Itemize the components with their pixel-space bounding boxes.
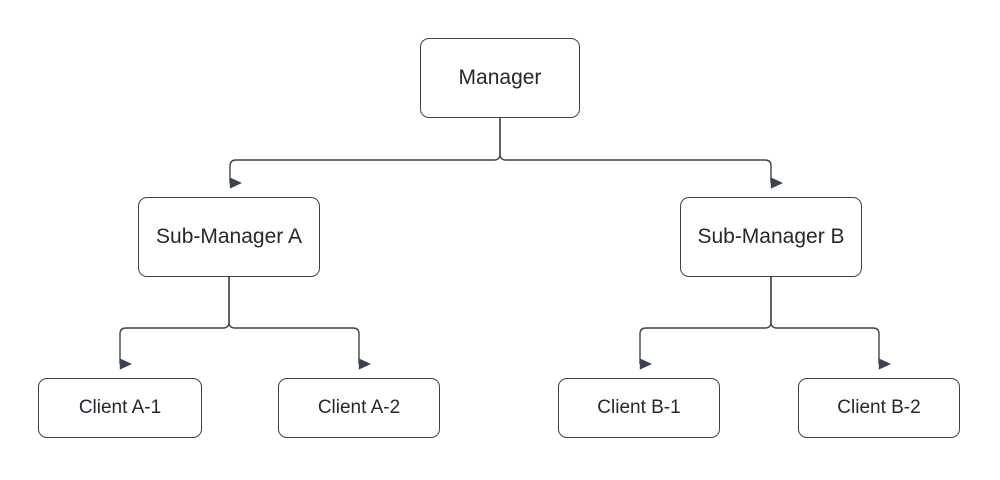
- node-sub-manager-b[interactable]: Sub-Manager B: [680, 197, 862, 277]
- node-sub-manager-a[interactable]: Sub-Manager A: [138, 197, 320, 277]
- node-client-a-1[interactable]: Client A-1: [38, 378, 202, 438]
- node-manager[interactable]: Manager: [420, 38, 580, 118]
- node-client-b-1-label: Client B-1: [597, 397, 681, 419]
- node-client-a-2-label: Client A-2: [317, 397, 401, 419]
- node-manager-label: Manager: [458, 65, 542, 89]
- node-client-b-2-label: Client B-2: [837, 397, 921, 419]
- edge-manager-to-sub-a: [229, 118, 501, 189]
- edge-sub-a-to-client-a-1: [119, 277, 230, 370]
- node-client-b-1[interactable]: Client B-1: [558, 378, 720, 438]
- edge-sub-b-to-client-b-2: [770, 277, 891, 370]
- node-client-b-2[interactable]: Client B-2: [798, 378, 960, 438]
- node-sub-manager-b-label: Sub-Manager B: [697, 224, 845, 248]
- edge-sub-a-to-client-a-2: [228, 277, 371, 370]
- edge-manager-to-sub-b: [499, 118, 783, 189]
- node-client-a-2[interactable]: Client A-2: [278, 378, 440, 438]
- node-client-a-1-label: Client A-1: [78, 397, 162, 419]
- node-sub-manager-a-label: Sub-Manager A: [156, 224, 302, 248]
- edge-sub-b-to-client-b-1: [639, 277, 772, 370]
